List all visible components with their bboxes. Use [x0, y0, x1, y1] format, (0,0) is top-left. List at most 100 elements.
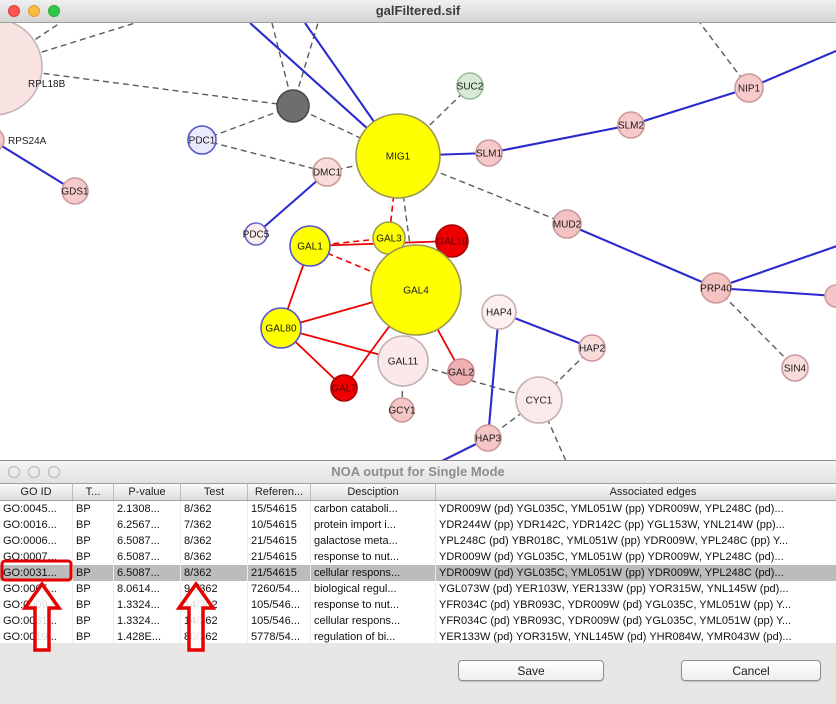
table-cell[interactable]: 10/54615	[247, 517, 311, 533]
table-cell[interactable]: YDR244W (pp) YDR142C, YDR142C (pp) YGL15…	[435, 517, 836, 533]
table-cell[interactable]: YDR009W (pd) YGL035C, YML051W (pp) YDR00…	[435, 565, 836, 581]
graph-node-GRAY[interactable]	[276, 89, 310, 123]
table-cell[interactable]: biological regul...	[310, 581, 436, 597]
graph-node-CYC1[interactable]	[515, 376, 563, 424]
graph-node-PDC1[interactable]	[187, 125, 217, 155]
table-cell[interactable]: 8/362	[180, 549, 248, 565]
graph-node-MUD2[interactable]	[552, 209, 582, 239]
graph-edge[interactable]	[486, 311, 501, 439]
table-cell[interactable]: 1.428E...	[113, 629, 181, 645]
table-cell[interactable]: BP	[72, 597, 114, 613]
table-cell[interactable]: cellular respons...	[310, 565, 436, 581]
table-cell[interactable]: 6.5087...	[113, 565, 181, 581]
table-cell[interactable]: 105/546...	[247, 597, 311, 613]
graph-node-GAL1[interactable]	[289, 225, 331, 267]
graph-node-GAL11[interactable]	[377, 335, 429, 387]
column-header-associated-edges[interactable]: Associated edges	[435, 484, 836, 501]
table-cell[interactable]: 6.5087...	[113, 549, 181, 565]
table-cell[interactable]: BP	[72, 613, 114, 629]
graph-node-SLM1[interactable]	[475, 139, 503, 167]
graph-edge[interactable]	[0, 67, 294, 107]
column-header-go-id[interactable]: GO ID	[0, 484, 73, 501]
table-cell[interactable]: YFR034C (pd) YBR093C, YDR009W (pd) YGL03…	[435, 597, 836, 613]
graph-edge[interactable]	[255, 171, 328, 235]
graph-node-PRP40[interactable]	[700, 272, 732, 304]
table-cell[interactable]: 7260/54...	[247, 581, 311, 597]
cancel-button[interactable]: Cancel	[681, 660, 821, 681]
zoom-button[interactable]	[48, 466, 60, 478]
graph-node-HAP4[interactable]	[481, 294, 517, 330]
table-cell[interactable]: BP	[72, 533, 114, 549]
table-cell[interactable]: protein import i...	[310, 517, 436, 533]
table-cell[interactable]: YER133W (pd) YOR315W, YNL145W (pd) YHR08…	[435, 629, 836, 645]
graph-node-SIN4[interactable]	[781, 354, 809, 382]
graph-node-RPS24A[interactable]	[0, 128, 5, 152]
graph-node-MIG1[interactable]	[355, 113, 441, 199]
graph-node-NIP1[interactable]	[734, 73, 764, 103]
table-cell[interactable]: 6.5087...	[113, 533, 181, 549]
column-header-test[interactable]: Test	[180, 484, 248, 501]
table-cell[interactable]: 2.1308...	[113, 500, 181, 517]
minimize-button[interactable]	[28, 466, 40, 478]
table-cell[interactable]: GO:0006...	[0, 533, 73, 549]
column-header-referen[interactable]: Referen...	[247, 484, 311, 501]
graph-edge[interactable]	[0, 140, 76, 192]
close-button[interactable]	[8, 466, 20, 478]
graph-node-DMC1[interactable]	[312, 157, 342, 187]
table-cell[interactable]: 1.3324...	[113, 597, 181, 613]
network-window-titlebar[interactable]: galFiltered.sif	[0, 0, 836, 23]
table-cell[interactable]: GO:0031...	[0, 565, 73, 581]
close-button[interactable]	[8, 5, 20, 17]
graph-edge[interactable]	[715, 287, 796, 369]
graph-edge[interactable]	[715, 245, 836, 289]
table-cell[interactable]: 21/54615	[247, 549, 311, 565]
table-cell[interactable]: GO:0045...	[0, 500, 73, 517]
table-cell[interactable]: BP	[72, 629, 114, 645]
table-cell[interactable]: GO:0007...	[0, 549, 73, 565]
table-cell[interactable]: YGL073W (pd) YER103W, YER133W (pp) YOR31…	[435, 581, 836, 597]
table-cell[interactable]: YDR009W (pd) YGL035C, YML051W (pp) YDR00…	[435, 500, 836, 517]
table-cell[interactable]: 5778/54...	[247, 629, 311, 645]
table-cell[interactable]: BP	[72, 517, 114, 533]
graph-node-SUC2[interactable]	[456, 72, 484, 100]
table-cell[interactable]: GO:0016...	[0, 517, 73, 533]
table-cell[interactable]: GO:0031...	[0, 613, 73, 629]
table-cell[interactable]: galactose meta...	[310, 533, 436, 549]
column-header-t[interactable]: T...	[72, 484, 114, 501]
noa-window-titlebar[interactable]: NOA output for Single Mode	[0, 461, 836, 484]
table-cell[interactable]: 21/54615	[247, 565, 311, 581]
table-cell[interactable]: GO:0065...	[0, 581, 73, 597]
graph-node-GAL7[interactable]	[330, 374, 358, 402]
graph-edge[interactable]	[488, 123, 632, 155]
graph-node-HAP2[interactable]	[578, 334, 606, 362]
table-cell[interactable]: 8.0614...	[113, 581, 181, 597]
table-cell[interactable]: regulation of bi...	[310, 629, 436, 645]
table-cell[interactable]: BP	[72, 581, 114, 597]
table-cell[interactable]: carbon cataboli...	[310, 500, 436, 517]
table-cell[interactable]: 21/54615	[247, 533, 311, 549]
table-cell[interactable]: 1.3324...	[113, 613, 181, 629]
graph-node-GAL2[interactable]	[447, 358, 475, 386]
column-header-desciption[interactable]: Desciption	[310, 484, 436, 501]
table-cell[interactable]: 8/362	[180, 533, 248, 549]
graph-edge[interactable]	[566, 223, 717, 289]
table-cell[interactable]: GO:0009...	[0, 597, 73, 613]
table-cell[interactable]: 7/362	[180, 517, 248, 533]
table-cell[interactable]: 8/362	[180, 565, 248, 581]
table-cell[interactable]: response to nut...	[310, 597, 436, 613]
table-cell[interactable]: BP	[72, 549, 114, 565]
column-header-p-value[interactable]: P-value	[113, 484, 181, 501]
table-cell[interactable]: cellular respons...	[310, 613, 436, 629]
table-cell[interactable]: 8/362	[180, 500, 248, 517]
save-button[interactable]: Save	[458, 660, 604, 681]
graph-edge[interactable]	[748, 50, 836, 89]
